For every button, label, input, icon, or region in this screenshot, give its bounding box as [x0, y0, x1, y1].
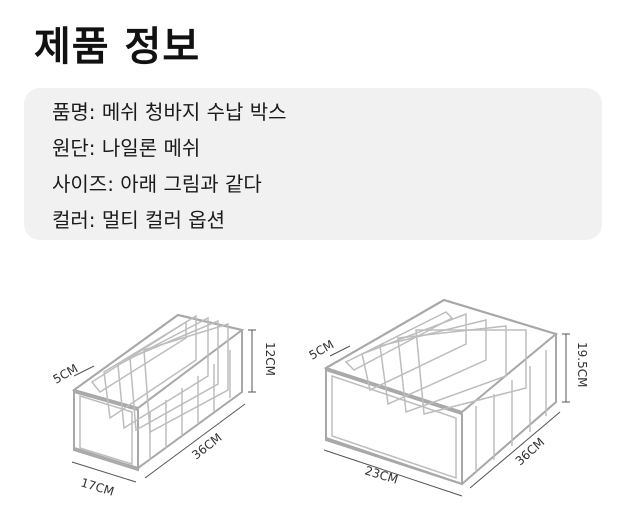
large-depth-label: 23CM [363, 463, 400, 486]
large-width-label: 5CM [307, 337, 337, 362]
large-box-diagram [323, 298, 570, 497]
large-height-label: 19.5CM [575, 342, 589, 387]
small-width-label: 5CM [51, 361, 81, 386]
small-length-label: 36CM [189, 430, 224, 462]
small-depth-label: 17CM [79, 475, 116, 498]
small-box-diagram [71, 313, 256, 483]
page-title: 제품 정보 [34, 24, 201, 70]
product-size: 사이즈: 아래 그림과 같다 [52, 172, 262, 196]
large-length-label: 36CM [513, 435, 548, 468]
product-color: 컬러: 멀티 컬러 옵션 [52, 208, 226, 232]
product-info-box: 품명: 메쉬 청바지 수납 박스 원단: 나일론 메쉬 사이즈: 아래 그림과 … [24, 88, 602, 240]
product-fabric: 원단: 나일론 메쉬 [52, 136, 201, 160]
small-height-label: 12CM [263, 342, 277, 376]
product-name: 품명: 메쉬 청바지 수납 박스 [52, 100, 287, 124]
